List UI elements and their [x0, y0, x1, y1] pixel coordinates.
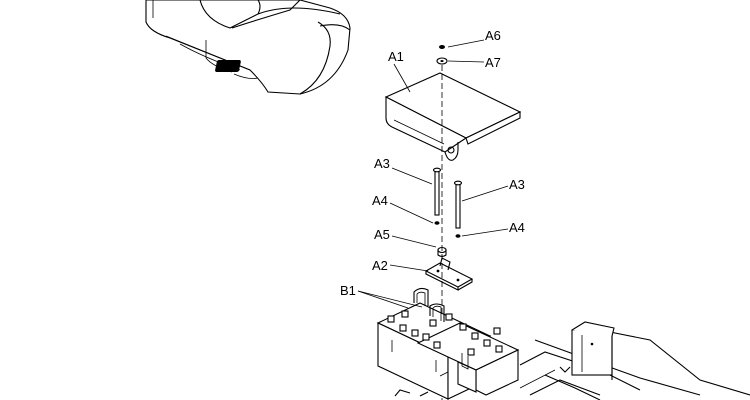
washer-a6 [439, 45, 445, 49]
bolt-right [453, 180, 463, 229]
nut-left [434, 221, 440, 225]
foot-pad [215, 60, 241, 72]
washer-a7 [436, 57, 448, 65]
callout-a5: A5 [374, 227, 390, 242]
callout-a2: A2 [372, 258, 388, 273]
callout-a3-left: A3 [374, 156, 390, 171]
leader-lines [357, 39, 509, 309]
callout-a4-right: A4 [509, 220, 525, 235]
callout-a1: A1 [388, 49, 404, 64]
nut-right [455, 234, 461, 238]
batteries [376, 287, 520, 400]
callout-b1: B1 [340, 283, 356, 298]
battery-caps [387, 310, 503, 356]
callout-a3-right: A3 [509, 177, 525, 192]
callout-a4-left: A4 [372, 193, 388, 208]
callout-a6: A6 [485, 28, 501, 43]
hold-down-bracket [424, 257, 474, 291]
battery-cover-tray [384, 72, 522, 161]
callout-a7: A7 [485, 55, 501, 70]
bolt-left [432, 167, 442, 216]
frame-chassis [394, 321, 750, 400]
seat-base-drawing [145, 0, 351, 95]
